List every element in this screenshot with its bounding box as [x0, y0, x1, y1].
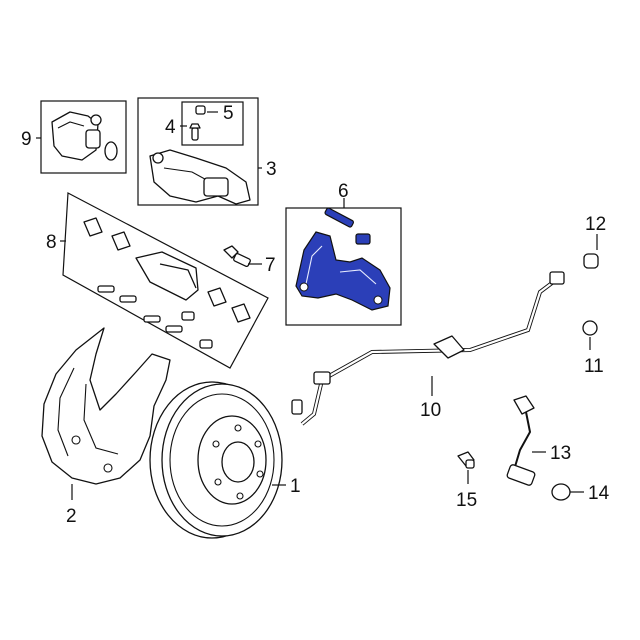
part-4-bleeder: [189, 123, 201, 141]
callout-11: 11: [584, 356, 604, 377]
part-5-cap: [195, 105, 206, 115]
part-1-rotor: [149, 381, 283, 539]
part-1-group[interactable]: 1: [149, 381, 301, 539]
part-8-pads: [83, 217, 251, 349]
part-6-group[interactable]: 6: [285, 181, 402, 326]
part-10-hose: [291, 271, 565, 426]
callout-6: 6: [338, 181, 349, 202]
part-11-group[interactable]: 11: [582, 320, 604, 377]
part-7-group[interactable]: 7: [223, 245, 276, 276]
callout-1: 1: [290, 476, 301, 497]
part-9-group[interactable]: 9: [21, 100, 127, 174]
part-15-group[interactable]: 15: [456, 451, 477, 511]
part-4-5-box: [181, 101, 244, 146]
part-8-group[interactable]: 8: [46, 192, 269, 369]
callout-8: 8: [46, 232, 57, 253]
part-8-box: [62, 192, 269, 369]
callout-10: 10: [420, 400, 441, 421]
part-2-group[interactable]: 2: [41, 327, 171, 527]
callout-14: 14: [588, 483, 610, 504]
part-12-cap: [583, 253, 599, 269]
callout-15: 15: [456, 490, 477, 511]
part-3-box: [137, 97, 259, 206]
part-11-plug: [582, 320, 598, 336]
callout-3: 3: [266, 159, 277, 180]
part-3-caliper: [149, 149, 251, 205]
callout-9: 9: [21, 129, 32, 150]
callout-5: 5: [223, 103, 234, 124]
callout-2: 2: [66, 506, 77, 527]
part-13-sensor: [506, 395, 536, 486]
callout-4: 4: [165, 117, 176, 138]
callout-13: 13: [550, 443, 571, 464]
part-9-box: [40, 100, 127, 174]
part-6-bracket-details: [299, 245, 383, 305]
part-14-ring: [551, 483, 571, 501]
part-10-group[interactable]: 10: [291, 271, 565, 426]
callout-7: 7: [265, 255, 276, 276]
part-6-caliper-bracket: [295, 207, 391, 311]
part-15-screw: [457, 451, 475, 469]
part-13-group[interactable]: 13: [506, 395, 571, 486]
part-9-actuator: [51, 111, 118, 161]
part-14-group[interactable]: 14: [551, 483, 610, 504]
part-12-group[interactable]: 12: [583, 214, 606, 269]
callout-12: 12: [585, 214, 606, 235]
part-7-bolt: [223, 245, 251, 267]
part-3-group[interactable]: 4 5 3: [137, 97, 277, 206]
part-2-dust-shield: [41, 327, 171, 485]
